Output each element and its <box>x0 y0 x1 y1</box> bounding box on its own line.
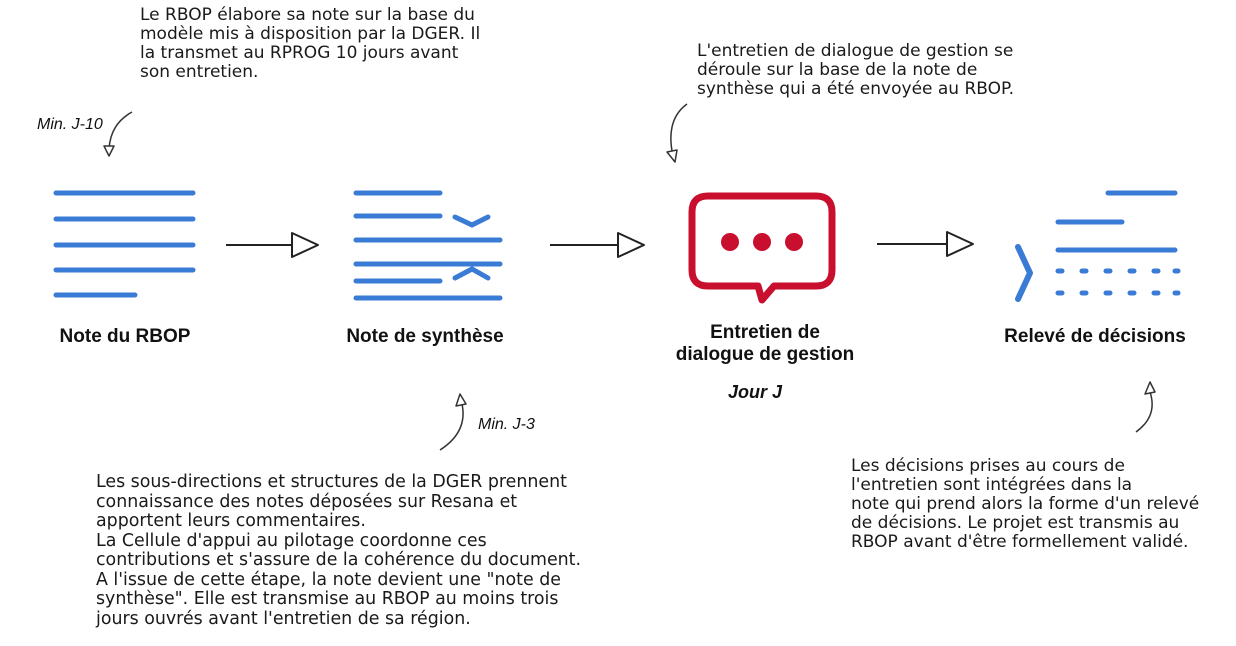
step-label-entretien: Entretien de dialogue de gestion <box>675 322 855 365</box>
note-decisions-description: Les décisions prises au cours de l'entre… <box>851 456 1200 552</box>
step-label-note-rbop: Note du RBOP <box>59 326 191 347</box>
note-rbop-description: Le RBOP élabore sa note sur la base du m… <box>140 5 481 82</box>
pointer-rbop-note <box>103 111 133 157</box>
timing-min-j10: Min. J-10 <box>37 116 103 133</box>
flow-arrow-1 <box>226 232 319 258</box>
note-entretien-description: L'entretien de dialogue de gestion se dé… <box>697 41 1015 99</box>
speech-bubble-icon <box>688 192 836 304</box>
step-label-note-synthese: Note de synthèse <box>346 326 504 347</box>
step-label-releve-decisions: Relevé de décisions <box>1004 326 1186 347</box>
merge-lines-icon <box>353 190 503 301</box>
pointer-decisions-note <box>1135 381 1156 433</box>
timing-min-j3: Min. J-3 <box>478 416 535 433</box>
pointer-synthese-note <box>439 393 467 451</box>
flow-arrow-2 <box>550 232 645 258</box>
decision-list-icon <box>1015 190 1181 302</box>
text-lines-icon <box>53 190 196 298</box>
note-synthese-description: Les sous-directions et structures de la … <box>96 472 582 629</box>
pointer-entretien-note <box>666 103 688 163</box>
flow-arrow-3 <box>877 231 974 257</box>
timing-jour-j: Jour J <box>728 382 783 402</box>
